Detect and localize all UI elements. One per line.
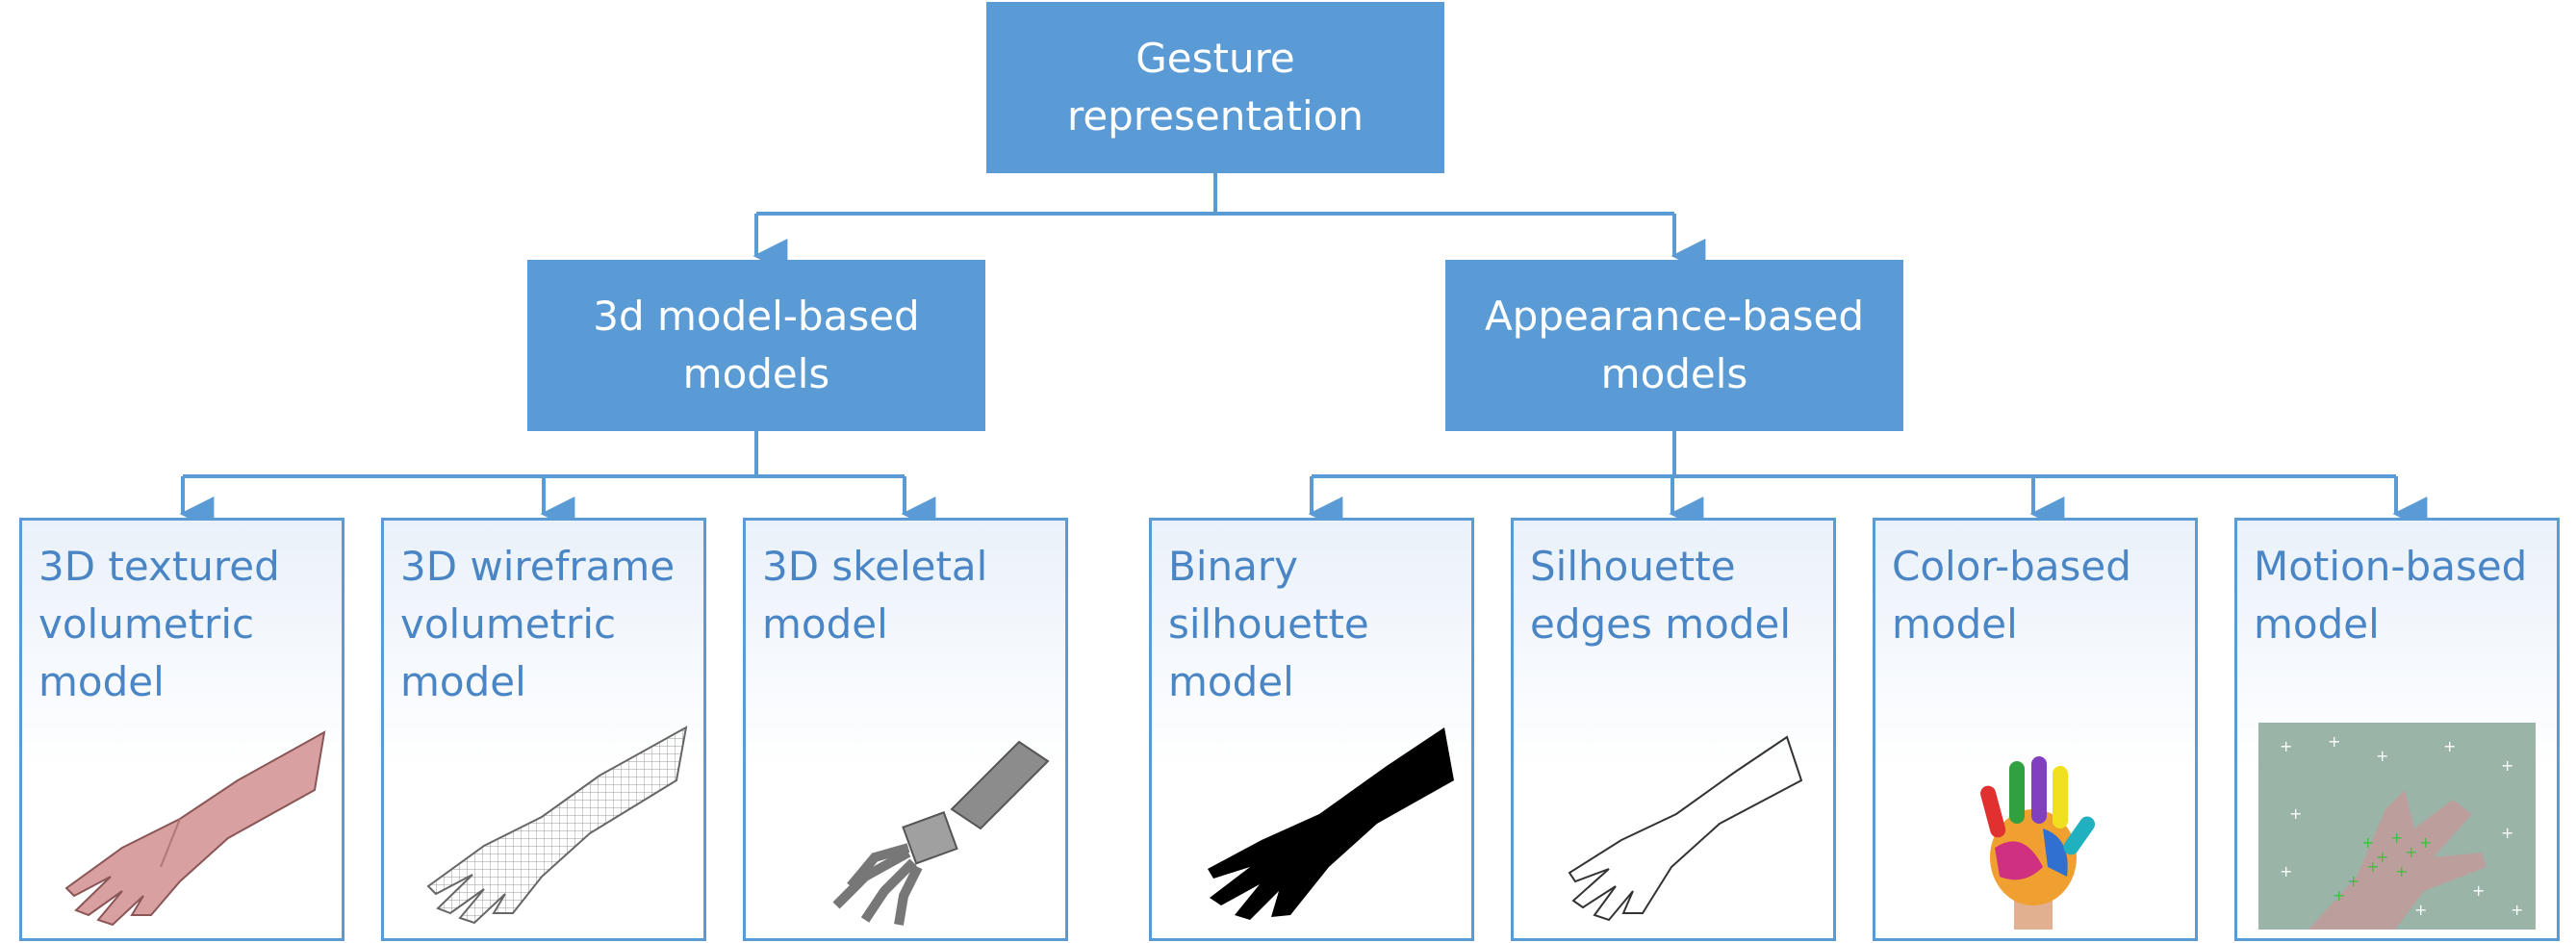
leaf-label: 3D skeletal model (762, 543, 988, 648)
leaf-label: Silhouette edges model (1530, 543, 1792, 648)
branch-node-appearance-based: Appearance-based models (1445, 260, 1903, 431)
svg-text:+: + (2333, 886, 2345, 905)
svg-text:+: + (2511, 901, 2523, 919)
root-to-3d-arrow (756, 173, 1674, 256)
svg-text:+: + (2347, 872, 2359, 890)
skeletal-hand-icon (832, 740, 1050, 926)
leaf-label: 3D wireframe volumetric model (400, 543, 676, 705)
svg-text:+: + (2366, 857, 2379, 876)
leaf-label: Binary silhouette model (1168, 543, 1369, 705)
motion-hand-icon: +++ +++ +++ +++ +++ +++ ++ (2258, 723, 2536, 930)
leaf-motion-based: Motion-based model +++ +++ +++ +++ +++ +… (2234, 518, 2560, 941)
leaf-silhouette-edges: Silhouette edges model (1511, 518, 1836, 941)
wireframe-hand-icon (426, 726, 688, 925)
svg-text:+: + (2443, 737, 2456, 755)
svg-text:+: + (2289, 804, 2302, 823)
leaf-label: Color-based model (1892, 543, 2131, 648)
branch-node-3d-model-based: 3d model-based models (527, 260, 985, 431)
svg-text:+: + (2472, 881, 2485, 900)
svg-text:+: + (2414, 901, 2427, 919)
svg-text:+: + (2376, 747, 2388, 765)
app-to-binary-arrow (1312, 431, 2396, 514)
svg-text:+: + (2501, 756, 2513, 775)
leaf-3d-skeletal: 3D skeletal model (743, 518, 1068, 941)
color-glove-icon (1980, 756, 2096, 930)
svg-text:+: + (2376, 848, 2388, 866)
svg-text:+: + (2328, 732, 2340, 751)
leaf-color-based: Color-based model (1873, 518, 2198, 941)
leaf-3d-wireframe: 3D wireframe volumetric model (381, 518, 706, 941)
leaf-binary-silhouette: Binary silhouette model (1149, 518, 1474, 941)
edge-hand-icon (1568, 735, 1803, 922)
leaf-3d-textured: 3D textured volumetric model (19, 518, 344, 941)
svg-text:+: + (2405, 843, 2417, 861)
svg-text:+: + (2280, 737, 2292, 755)
binary-silhouette-icon (1208, 727, 1454, 920)
svg-text:+: + (2395, 862, 2408, 880)
svg-text:+: + (2280, 862, 2292, 880)
root-node-gesture-representation: Gesture representation (986, 2, 1444, 173)
svg-text:+: + (2361, 833, 2374, 852)
leaf-label: Motion-based model (2254, 543, 2528, 648)
svg-text:+: + (2501, 824, 2513, 842)
textured-hand-icon (64, 730, 326, 927)
leaf-label: 3D textured volumetric model (38, 543, 280, 705)
svg-text:+: + (2390, 828, 2403, 847)
svg-text:+: + (2419, 833, 2432, 852)
